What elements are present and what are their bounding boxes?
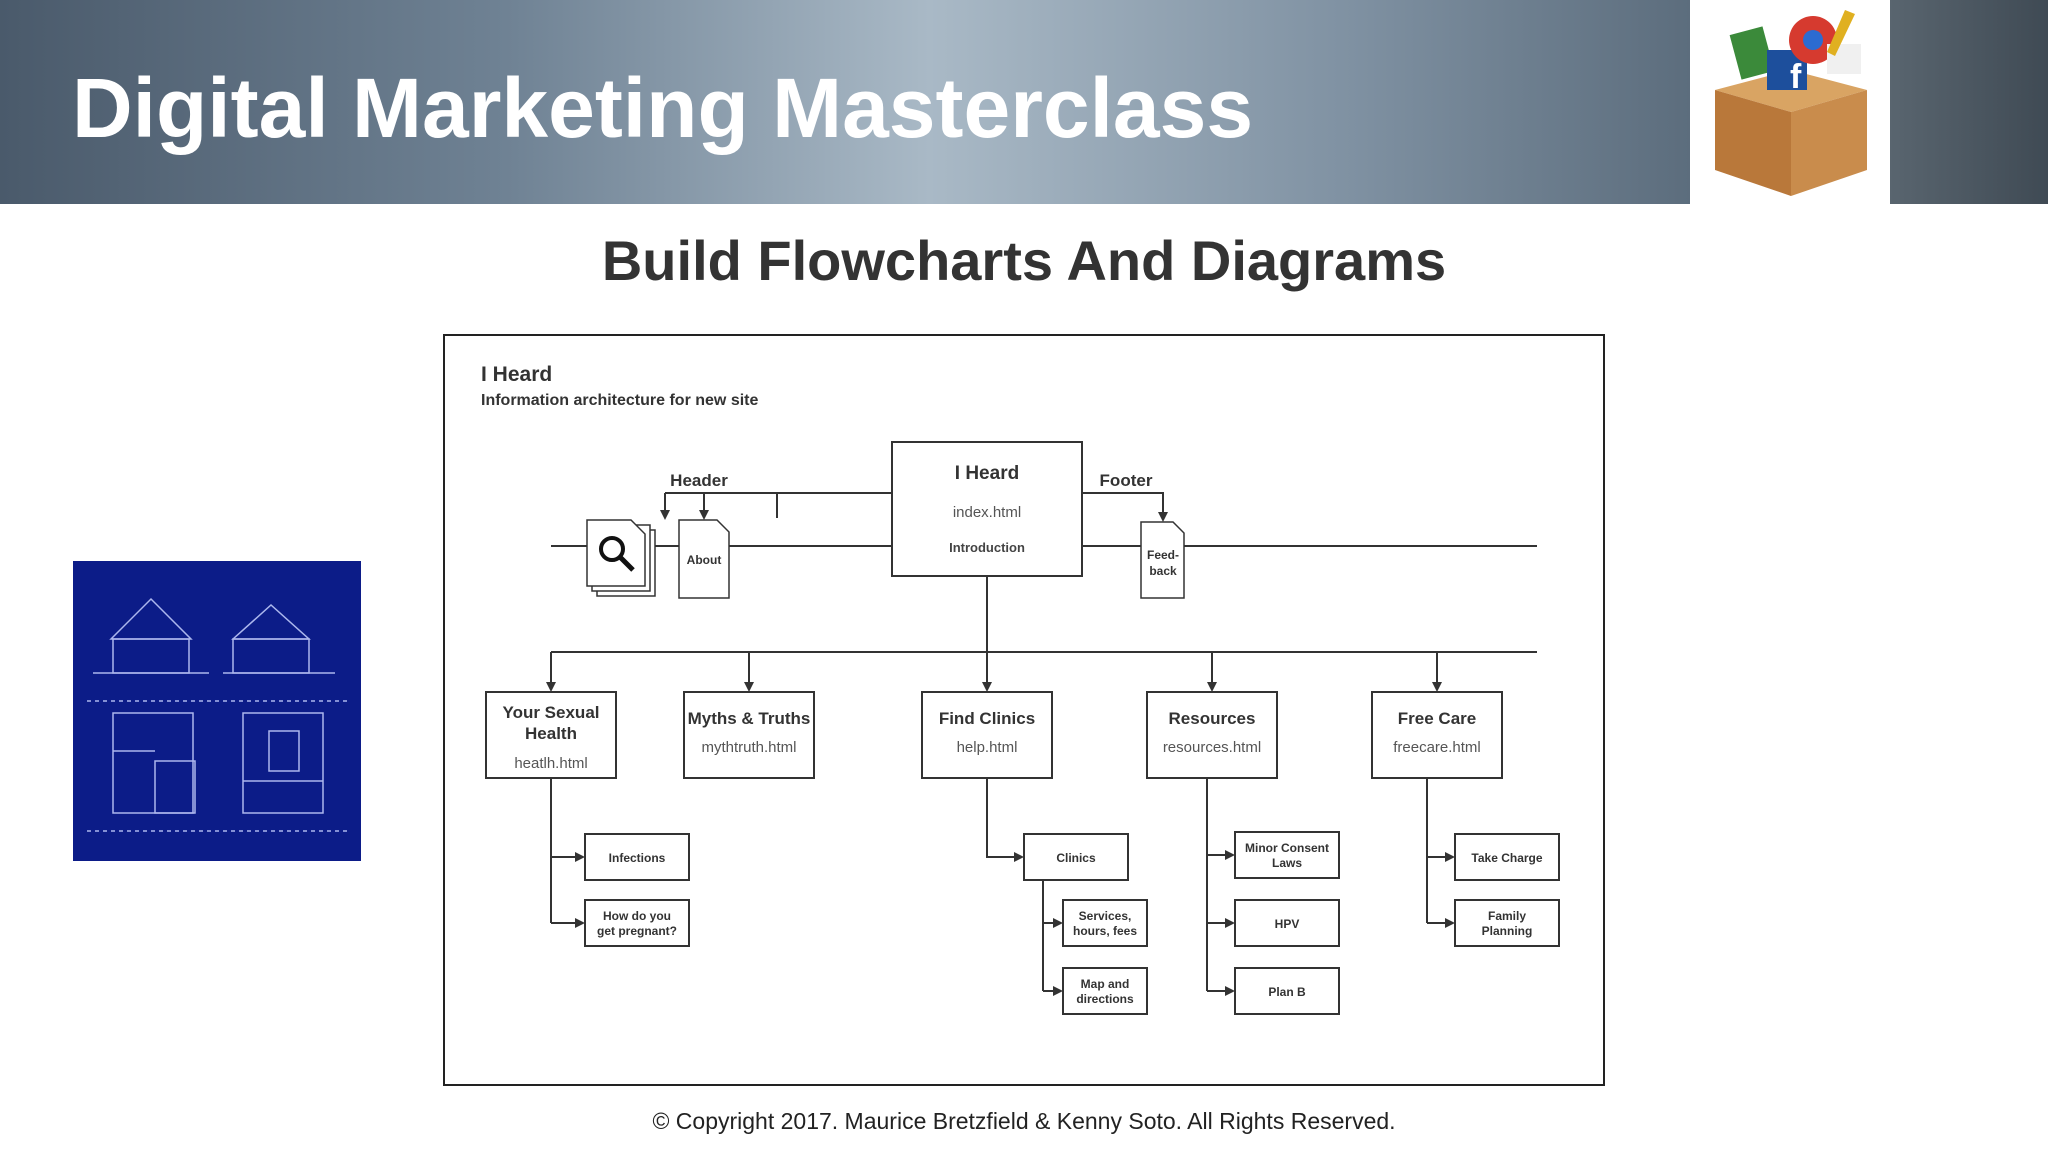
child-label: Family bbox=[1488, 909, 1526, 923]
child-label: Planning bbox=[1482, 924, 1533, 938]
blueprint-image bbox=[73, 561, 361, 861]
child-label: Infections bbox=[609, 851, 666, 865]
about-page-node: About bbox=[678, 519, 730, 599]
child-box bbox=[1062, 899, 1148, 947]
section-name: Your Sexual bbox=[503, 703, 600, 722]
section-file: resources.html bbox=[1163, 739, 1261, 756]
feedback-page-node: Feed- back bbox=[1140, 521, 1185, 599]
feedback-label-line-2: back bbox=[1149, 564, 1177, 578]
root-node: I Heard index.html Introduction bbox=[891, 441, 1083, 577]
about-page-label: About bbox=[687, 553, 722, 567]
banner-right-block bbox=[1890, 0, 2048, 204]
section-name: Find Clinics bbox=[939, 709, 1035, 728]
child-label: Take Charge bbox=[1471, 851, 1542, 865]
section-file: freecare.html bbox=[1393, 739, 1481, 756]
diagram-heading: I Heard bbox=[481, 363, 552, 386]
diagram-subheading: Information architecture for new site bbox=[481, 392, 758, 409]
svg-text:f: f bbox=[1790, 58, 1802, 96]
feedback-label-line-1: Feed- bbox=[1147, 548, 1179, 562]
section-file: help.html bbox=[957, 739, 1018, 756]
child-box bbox=[1062, 967, 1148, 1015]
section-file: heatlh.html bbox=[514, 755, 587, 772]
child-page-node: HPV bbox=[1234, 899, 1340, 947]
child-label: directions bbox=[1076, 992, 1134, 1006]
site-architecture-diagram: I Heard Information architecture for new… bbox=[443, 334, 1605, 1086]
social-media-box-icon: f bbox=[1715, 10, 1867, 196]
child-box bbox=[584, 833, 690, 881]
section-box bbox=[485, 691, 617, 779]
root-name: I Heard bbox=[955, 463, 1019, 484]
child-box bbox=[584, 899, 690, 947]
child-box bbox=[1454, 899, 1560, 947]
child-box bbox=[1234, 899, 1340, 947]
child-label: hours, fees bbox=[1073, 924, 1137, 938]
child-label: Laws bbox=[1272, 856, 1302, 870]
child-page-node: Take Charge bbox=[1454, 833, 1560, 881]
section-box bbox=[1371, 691, 1503, 779]
child-page-node: Clinics bbox=[1023, 833, 1129, 881]
slide-subtitle: Build Flowcharts And Diagrams bbox=[601, 229, 1447, 292]
child-page-node: Plan B bbox=[1234, 967, 1340, 1015]
child-page-node: Infections bbox=[584, 833, 690, 881]
child-label: Services, bbox=[1079, 909, 1132, 923]
slide-title: Digital Marketing Masterclass bbox=[72, 61, 1254, 155]
section-name: Free Care bbox=[1398, 709, 1476, 728]
child-label: Plan B bbox=[1268, 985, 1306, 999]
footer-connector bbox=[1082, 492, 1168, 522]
child-label: Map and bbox=[1081, 977, 1130, 991]
title-banner bbox=[0, 0, 1690, 204]
footer-label: Footer bbox=[1100, 471, 1153, 490]
child-box bbox=[1454, 833, 1560, 881]
child-label: How do you bbox=[603, 909, 671, 923]
child-label: Minor Consent bbox=[1245, 841, 1329, 855]
child-box bbox=[1234, 967, 1340, 1015]
child-label: get pregnant? bbox=[597, 924, 677, 938]
child-box bbox=[1234, 831, 1340, 879]
section-box bbox=[921, 691, 1053, 779]
section-name: Myths & Truths bbox=[688, 709, 811, 728]
section-node-2: Myths & Truths mythtruth.html bbox=[683, 691, 815, 779]
search-document-icon bbox=[586, 519, 656, 597]
root-file: index.html bbox=[953, 504, 1021, 521]
child-label: HPV bbox=[1275, 917, 1300, 931]
section-name: Health bbox=[525, 724, 577, 743]
header-label: Header bbox=[670, 471, 728, 490]
child-page-node: Services,hours, fees bbox=[1062, 899, 1148, 947]
section-file: mythtruth.html bbox=[701, 739, 796, 756]
section-node-3: Find Clinics help.htmlClinicsServices,hou… bbox=[921, 691, 1148, 1015]
section-box bbox=[1146, 691, 1278, 779]
copyright-text: © Copyright 2017. Maurice Bretzfield & K… bbox=[652, 1108, 1396, 1134]
child-box bbox=[1023, 833, 1129, 881]
child-label: Clinics bbox=[1056, 851, 1096, 865]
child-connector bbox=[986, 778, 1024, 862]
root-note: Introduction bbox=[949, 540, 1025, 555]
section-name: Resources bbox=[1169, 709, 1256, 728]
section-box bbox=[683, 691, 815, 779]
